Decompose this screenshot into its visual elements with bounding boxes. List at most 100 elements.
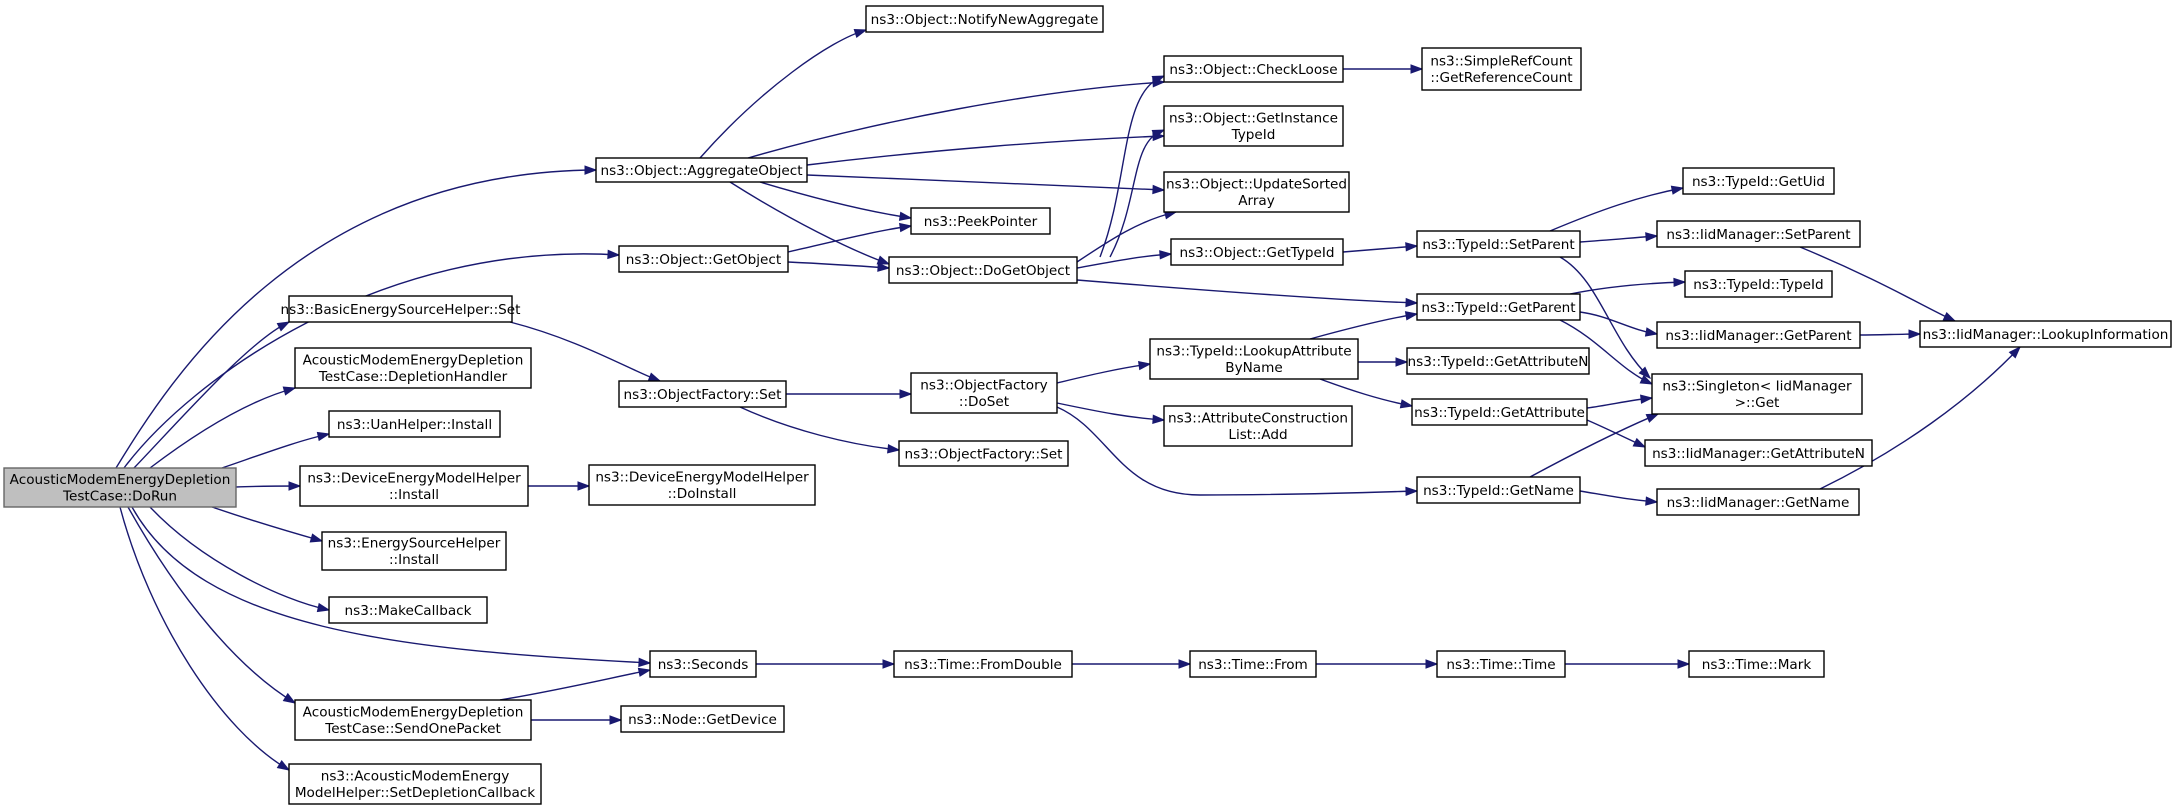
node-iidgetname[interactable]: ns3::IidManager::GetName	[1656, 488, 1860, 516]
edge-line	[1309, 313, 1418, 340]
edge-line	[1319, 378, 1413, 407]
node-box	[1644, 439, 1873, 467]
node-label: AcousticModemEnergyDepletion	[10, 472, 231, 488]
node-dorun[interactable]: AcousticModemEnergyDepletionTestCase::Do…	[3, 467, 237, 508]
node-peekpointer[interactable]: ns3::PeekPointer	[910, 207, 1051, 235]
node-fromdouble[interactable]: ns3::Time::FromDouble	[893, 650, 1073, 678]
edge-ofset-to-ofset2	[739, 406, 901, 454]
edge-line	[119, 506, 290, 771]
edge-dorun-to-setdepletioncb	[119, 506, 291, 771]
node-ofdoset[interactable]: ns3::ObjectFactory::DoSet	[910, 372, 1058, 414]
edge-line	[1056, 406, 1418, 496]
edge-tidgetattr-to-singletonget	[1586, 394, 1654, 409]
node-box	[1170, 238, 1344, 266]
node-label: ns3::IidManager::GetAttributeN	[1652, 446, 1865, 462]
node-gettypeid[interactable]: ns3::Object::GetTypeId	[1170, 238, 1344, 266]
node-setdepletioncb[interactable]: ns3::AcousticModemEnergyModelHelper::Set…	[288, 763, 542, 805]
node-label: ns3::Node::GetDevice	[628, 712, 777, 728]
node-tidsetparent[interactable]: ns3::TypeId::SetParent	[1416, 230, 1581, 258]
node-label: ns3::TypeId::GetParent	[1421, 300, 1575, 316]
node-timemark[interactable]: ns3::Time::Mark	[1688, 650, 1825, 678]
edge-line	[747, 81, 1165, 159]
node-ofset[interactable]: ns3::ObjectFactory::Set	[618, 380, 787, 408]
node-typeidctor[interactable]: ns3::TypeId::TypeId	[1684, 270, 1833, 298]
node-tidgetname[interactable]: ns3::TypeId::GetName	[1416, 476, 1581, 504]
node-label: ns3::PeekPointer	[924, 214, 1038, 230]
node-box	[1656, 321, 1861, 349]
node-label: List::Add	[1228, 427, 1287, 443]
node-lookupinfo[interactable]: ns3::IidManager::LookupInformation	[1919, 320, 2172, 348]
node-ofset2[interactable]: ns3::ObjectFactory::Set	[898, 440, 1069, 467]
edge-tidgetattr-to-iidgetattrn	[1586, 419, 1647, 448]
edge-lookupattr-to-tidgetparent	[1309, 311, 1419, 340]
edge-line	[509, 321, 661, 382]
node-label: ::DoSet	[959, 394, 1009, 410]
edge-aggregate-to-peekpointer	[759, 181, 913, 221]
node-getdevice[interactable]: ns3::Node::GetDevice	[620, 705, 785, 733]
node-seconds[interactable]: ns3::Seconds	[649, 650, 757, 678]
node-box	[910, 372, 1058, 414]
node-label: ns3::EnergySourceHelper	[328, 536, 501, 552]
node-singletonget[interactable]: ns3::Singleton< IidManager >::Get	[1651, 373, 1863, 415]
edge-line	[759, 181, 912, 219]
node-box	[1149, 338, 1359, 380]
node-label: ByName	[1225, 360, 1282, 376]
node-sendonepacket[interactable]: AcousticModemEnergyDepletionTestCase::Se…	[294, 699, 532, 741]
node-aggregate[interactable]: ns3::Object::AggregateObject	[595, 157, 808, 183]
node-demdoinstall[interactable]: ns3::DeviceEnergyModelHelper::DoInstall	[588, 464, 816, 506]
node-iidgetattrn[interactable]: ns3::IidManager::GetAttributeN	[1644, 439, 1873, 467]
edge-seconds-to-fromdouble	[756, 659, 896, 669]
edge-tidsetparent-to-getuid	[1549, 185, 1685, 232]
edge-dorun-to-aggregate	[115, 165, 598, 469]
node-label: ns3::Object::NotifyNewAggregate	[871, 12, 1099, 28]
node-box	[1416, 230, 1581, 258]
node-label: ns3::Object::GetInstance	[1169, 111, 1338, 127]
node-dogetobject[interactable]: ns3::Object::DoGetObject	[888, 256, 1078, 284]
node-label: ns3::Object::DoGetObject	[896, 263, 1070, 279]
node-checkloose[interactable]: ns3::Object::CheckLoose	[1163, 55, 1344, 83]
node-deminstall[interactable]: ns3::DeviceEnergyModelHelper::Install	[299, 465, 529, 507]
edge-checkloose-to-getrefcount	[1343, 64, 1424, 74]
node-basicset[interactable]: ns3::BasicEnergySourceHelper::Set	[281, 295, 521, 323]
edge-line	[1579, 490, 1658, 503]
node-box	[294, 347, 532, 389]
edge-lookupattr-to-tidgetattr	[1319, 378, 1414, 409]
node-label: AcousticModemEnergyDepletion	[303, 353, 524, 369]
node-box	[1684, 270, 1833, 298]
node-getobject[interactable]: ns3::Object::GetObject	[618, 245, 789, 273]
node-tidgetattrn[interactable]: ns3::TypeId::GetAttributeN	[1406, 347, 1590, 375]
node-label: ::DoInstall	[668, 486, 737, 502]
node-box	[1656, 220, 1861, 248]
node-tidgetattr[interactable]: ns3::TypeId::GetAttribute	[1411, 398, 1588, 426]
edge-line	[1579, 311, 1658, 335]
node-getrefcount[interactable]: ns3::SimpleRefCount::GetReferenceCount	[1421, 47, 1582, 91]
node-tidgetparent[interactable]: ns3::TypeId::GetParent	[1416, 293, 1581, 321]
call-nodes: AcousticModemEnergyDepletionTestCase::Do…	[3, 5, 2172, 805]
node-box	[618, 245, 789, 273]
edge-dorun-to-makecallback	[149, 506, 331, 613]
node-timefrom[interactable]: ns3::Time::From	[1189, 650, 1317, 678]
node-label: ns3::IidManager::GetName	[1667, 495, 1850, 511]
edge-aggregate-to-notify	[699, 28, 868, 159]
node-esinstall[interactable]: ns3::EnergySourceHelper::Install	[321, 531, 507, 571]
node-label: ns3::ObjectFactory	[920, 378, 1047, 394]
edge-line	[1529, 413, 1659, 478]
node-timetime[interactable]: ns3::Time::Time	[1436, 650, 1566, 678]
edge-lookupattr-to-tidgetattrn	[1357, 357, 1409, 367]
edge-aggregate-to-checkloose	[747, 78, 1166, 159]
node-uaninstall[interactable]: ns3::UanHelper::Install	[328, 410, 501, 438]
node-notify[interactable]: ns3::Object::NotifyNewAggregate	[865, 5, 1104, 33]
node-label: TestCase::DepletionHandler	[318, 369, 508, 385]
edge-dorun-to-esinstall	[211, 506, 324, 543]
node-getuid[interactable]: ns3::TypeId::GetUid	[1682, 167, 1835, 195]
node-makecallback[interactable]: ns3::MakeCallback	[328, 596, 488, 624]
node-iidgetparent[interactable]: ns3::IidManager::GetParent	[1656, 321, 1861, 349]
node-iidsetparent[interactable]: ns3::IidManager::SetParent	[1656, 220, 1861, 248]
node-depletionhandler[interactable]: AcousticModemEnergyDepletionTestCase::De…	[294, 347, 532, 389]
node-label: ns3::TypeId::LookupAttribute	[1156, 344, 1351, 360]
node-label: ns3::TypeId::GetAttributeN	[1408, 354, 1589, 370]
